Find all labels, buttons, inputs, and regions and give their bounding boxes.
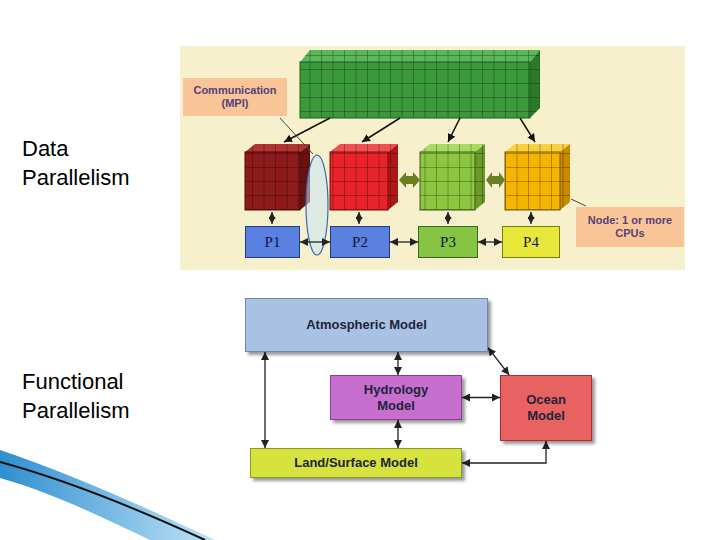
box-text: P2 xyxy=(352,233,368,251)
connector xyxy=(390,241,418,242)
panel-ground xyxy=(180,46,685,270)
processor-box: P1 xyxy=(245,226,300,258)
box-text: Communication (MPI) xyxy=(189,84,281,110)
connector xyxy=(300,241,330,242)
side-label: Data Parallelism xyxy=(22,135,172,192)
halo-ellipse xyxy=(306,155,328,255)
processor-box: P2 xyxy=(330,226,390,258)
subdomain-cube xyxy=(505,144,570,210)
leader-line xyxy=(571,199,586,206)
subdomain-cube xyxy=(245,144,310,210)
box-text: Node: 1 or more CPUs xyxy=(582,214,678,240)
box-text: Ocean Model xyxy=(516,392,576,423)
connector xyxy=(397,420,398,448)
connector xyxy=(478,241,502,242)
box-text: Land/Surface Model xyxy=(294,455,418,471)
domain-block xyxy=(300,50,540,118)
model-box: Ocean Model xyxy=(500,375,592,441)
callout-box: Communication (MPI) xyxy=(183,78,287,116)
box-text: P4 xyxy=(523,233,539,251)
callout-box: Node: 1 or more CPUs xyxy=(576,207,684,247)
subdomain-cube xyxy=(330,144,398,210)
split-arrows xyxy=(284,118,535,142)
model-box: Land/Surface Model xyxy=(250,448,462,478)
subdomain-cube xyxy=(420,144,485,210)
box-text: P1 xyxy=(265,233,281,251)
slide-swoosh xyxy=(0,462,205,540)
connector xyxy=(462,397,500,398)
box-text: P3 xyxy=(440,233,456,251)
leader-line xyxy=(280,118,313,154)
model-box: Atmospheric Model xyxy=(245,298,488,352)
box-text: Hydrology Model xyxy=(355,382,437,413)
slide-swoosh xyxy=(0,450,215,540)
model-box: Hydrology Model xyxy=(330,375,462,420)
connector xyxy=(264,352,265,448)
processor-box: P4 xyxy=(502,226,560,258)
exchange-arrow xyxy=(399,172,505,188)
side-label: Functional Parallelism xyxy=(22,368,172,425)
connector xyxy=(488,348,509,375)
box-text: Atmospheric Model xyxy=(306,317,427,333)
processor-box: P3 xyxy=(418,226,478,258)
connector xyxy=(462,441,546,463)
connector xyxy=(397,352,398,375)
